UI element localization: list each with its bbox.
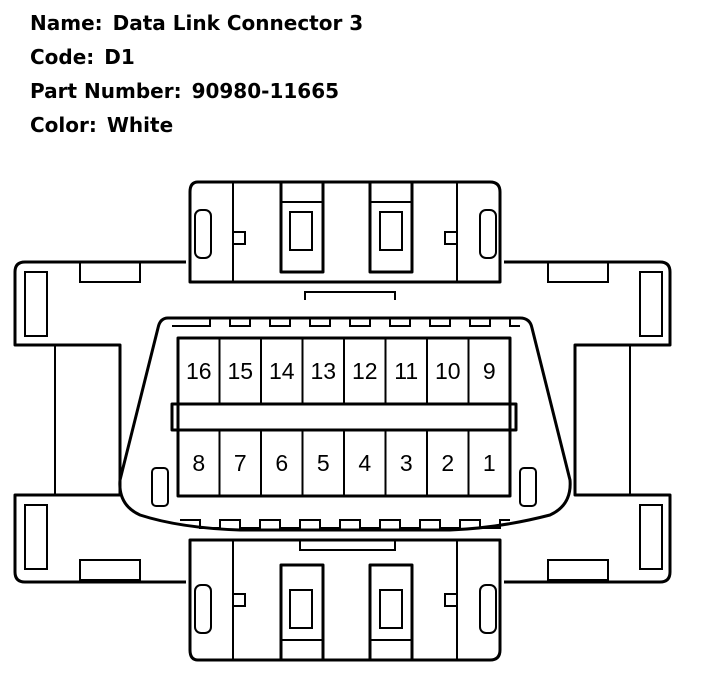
pin-13-label: 13 [310, 358, 336, 384]
pin-16-label: 16 [186, 358, 212, 384]
connector-color: White [106, 113, 174, 137]
code-line: Code: D1 [30, 40, 363, 74]
pin-6-label: 6 [275, 450, 288, 476]
name-line: Name: Data Link Connector 3 [30, 6, 363, 40]
pin-labels: 16 15 14 13 12 11 10 9 8 7 6 5 4 3 2 1 [186, 358, 496, 476]
pin-7-label: 7 [234, 450, 247, 476]
name-label: Name: [30, 11, 103, 35]
pin-11-label: 11 [394, 358, 418, 384]
part-number-line: Part Number: 90980-11665 [30, 74, 363, 108]
connector-outline [13, 180, 672, 662]
pin-9-label: 9 [483, 358, 496, 384]
pin-8-label: 8 [192, 450, 205, 476]
pin-2-label: 2 [441, 450, 454, 476]
color-line: Color: White [30, 108, 363, 142]
pin-15-label: 15 [227, 358, 253, 384]
connector-name: Data Link Connector 3 [112, 11, 364, 35]
pin-10-label: 10 [435, 358, 461, 384]
part-number-label: Part Number: [30, 79, 182, 103]
pin-3-label: 3 [400, 450, 413, 476]
pin-12-label: 12 [352, 358, 378, 384]
pin-4-label: 4 [358, 450, 371, 476]
color-label: Color: [30, 113, 97, 137]
connector-info: Name: Data Link Connector 3 Code: D1 Part … [30, 6, 363, 142]
pin-1-label: 1 [483, 450, 496, 476]
code-label: Code: [30, 45, 95, 69]
pin-14-label: 14 [269, 358, 295, 384]
pin-grid [170, 336, 518, 498]
pin-5-label: 5 [317, 450, 330, 476]
part-number: 90980-11665 [191, 79, 340, 103]
connector-code: D1 [104, 45, 135, 69]
